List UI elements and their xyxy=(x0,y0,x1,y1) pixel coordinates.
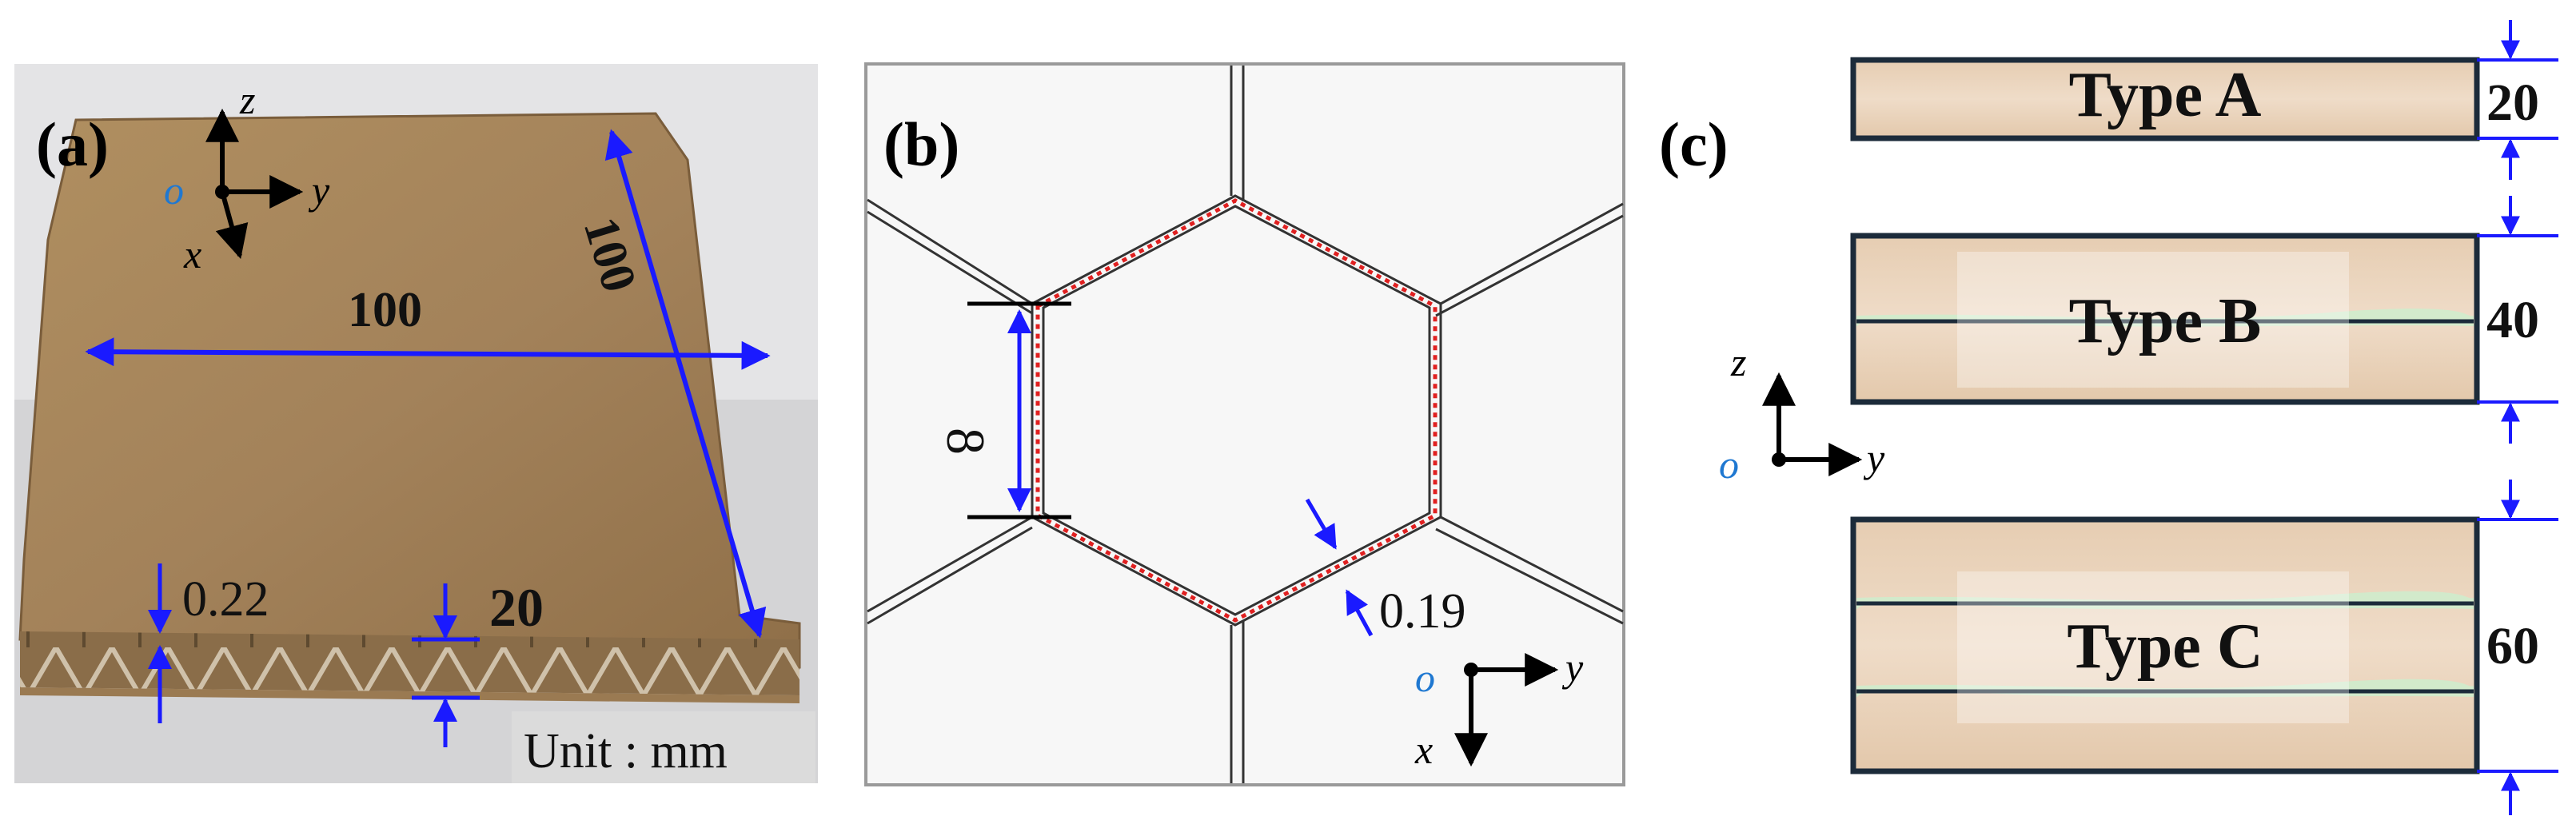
panel-a: (a) z y x o 100 100 0.22 20 Unit : mm xyxy=(14,64,818,783)
panel-c-label: (c) xyxy=(1659,109,1729,179)
wall-thickness-arrow-outer xyxy=(1305,498,1338,550)
wall-highlight xyxy=(1035,198,1438,623)
axes-a: z y x o xyxy=(164,78,330,277)
honeycomb-side xyxy=(20,631,800,695)
specimen-type-b: Type B 40 xyxy=(1850,196,2558,444)
cardboard-top-face xyxy=(18,112,801,669)
specimen-name: Type A xyxy=(2069,60,2262,130)
specimen-thickness: 40 xyxy=(2486,291,2539,349)
axis-origin-label-b: o xyxy=(1415,655,1435,700)
axes-b: y x o xyxy=(1414,645,1584,772)
specimen-type-a: Type A 20 xyxy=(1850,20,2558,180)
wall-thickness-arrow-inner xyxy=(1345,589,1374,637)
panel-b-frame xyxy=(864,62,1625,786)
wall-dimension-label: 0.22 xyxy=(182,572,269,627)
honeycomb-walls xyxy=(867,66,1624,783)
axes-c: z y o xyxy=(1719,340,1885,487)
length-dimension-label: 100 xyxy=(348,283,422,337)
bottom-liner xyxy=(20,687,800,703)
axis-y-label-b: y xyxy=(1561,645,1584,690)
unit-label: Unit : mm xyxy=(524,724,728,778)
specimen-type-c: Type C 60 xyxy=(1850,480,2558,815)
specimen-thickness: 20 xyxy=(2486,74,2539,132)
axis-x-label-b: x xyxy=(1414,727,1433,772)
cell-side-dimension-label: 8 xyxy=(935,428,996,455)
axis-origin-label-c: o xyxy=(1719,442,1739,487)
wall-thickness-label: 0.19 xyxy=(1379,584,1466,639)
axis-y-label-c: y xyxy=(1863,436,1885,480)
panel-b-label: (b) xyxy=(883,109,959,179)
axis-z-label-c: z xyxy=(1730,340,1746,384)
panel-a-label: (a) xyxy=(36,109,109,179)
axis-origin-label: o xyxy=(164,168,184,213)
specimen-thickness: 60 xyxy=(2486,617,2539,675)
axis-x-label: x xyxy=(183,232,201,277)
axis-y-label: y xyxy=(308,168,330,213)
specimen-name: Type B xyxy=(2069,286,2262,356)
unit-label-backdrop xyxy=(512,711,815,783)
axis-z-label: z xyxy=(239,78,255,122)
width-dimension-arrow xyxy=(604,129,767,639)
panel-c: (c) z y o Type A 20 Type B xyxy=(1659,20,2558,815)
panel-b: (b) 8 0.19 y x o xyxy=(864,62,1625,786)
specimen-name: Type C xyxy=(2067,611,2263,682)
height-dimension-label: 20 xyxy=(489,577,544,638)
